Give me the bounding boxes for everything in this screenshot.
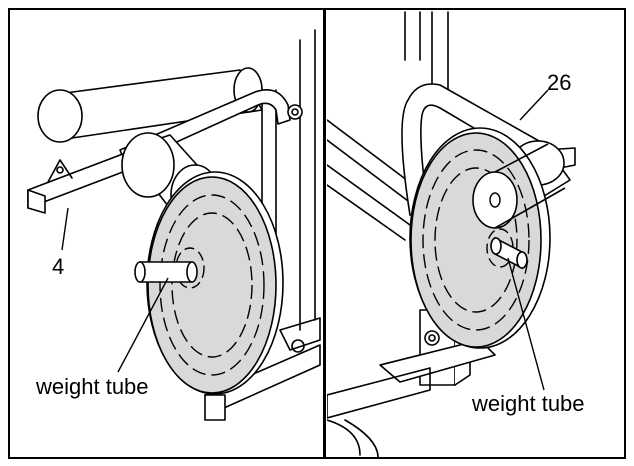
leader-line-weight-tube-right [507,257,545,391]
part-label-4: 4 [52,254,65,279]
leader-line-part-26 [519,89,549,121]
weight-tube-label-left: weight tube [36,374,149,399]
leader-line-part-4 [61,207,69,251]
weight-tube-label-right: weight tube [472,391,585,416]
right-panel-frame [324,8,626,459]
part-label-26: 26 [547,70,572,95]
right-weight-plate [409,127,566,349]
left-weight-plate [134,171,284,395]
leader-line-weight-tube-left [117,277,169,373]
